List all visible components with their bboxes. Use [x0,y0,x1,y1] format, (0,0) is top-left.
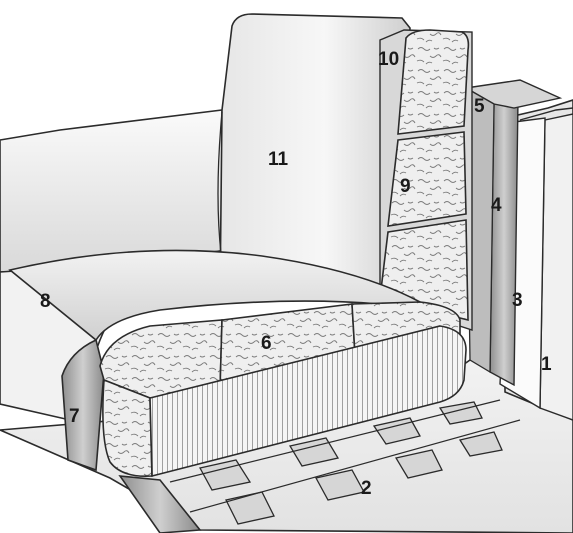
seat-ribbed-front [149,325,467,478]
callout-7: 7 [69,406,80,427]
callout-4: 4 [491,195,502,216]
callout-2: 2 [361,478,372,499]
left-armrest [0,109,227,273]
seat-foam-front-left [102,378,153,478]
back-foam-block-top [397,29,470,135]
back-foam-block-middle [387,131,467,227]
front-base-rail [118,475,202,533]
callout-8: 8 [40,291,51,312]
frame-board [489,99,519,387]
callout-1: 1 [541,354,552,375]
callout-3: 3 [512,290,523,311]
callout-9: 9 [400,176,411,197]
callout-10: 10 [378,49,399,70]
callout-6: 6 [261,333,272,354]
callout-5: 5 [474,96,485,117]
callout-11: 11 [268,149,289,170]
seat-cushion [8,249,423,342]
support-straps [199,401,503,525]
side-strip [61,338,105,472]
